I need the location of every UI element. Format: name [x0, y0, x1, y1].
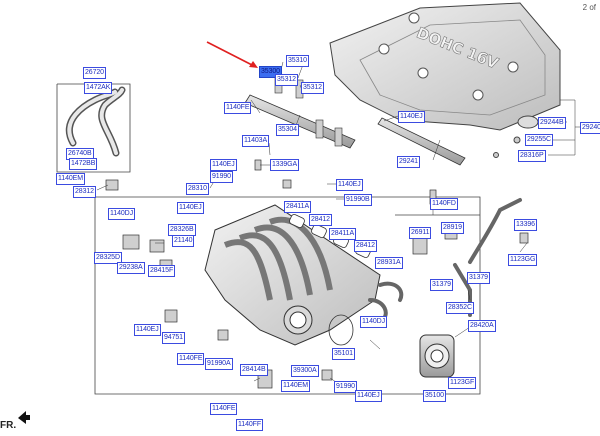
part-label[interactable]: 1140EM — [281, 380, 310, 392]
part-label[interactable]: 26911 — [409, 227, 432, 239]
part-label[interactable]: 1339GA — [270, 159, 300, 171]
part-label[interactable]: 26720 — [83, 67, 106, 79]
part-label[interactable]: 29238A — [117, 262, 145, 274]
part-label[interactable]: 1140FE — [224, 102, 252, 114]
part-label[interactable]: 28310 — [186, 183, 209, 195]
part-label-highlighted[interactable]: 35300 — [259, 66, 282, 78]
part-label[interactable]: 28411A — [329, 228, 357, 240]
part-label[interactable]: 1140EJ — [355, 390, 382, 402]
part-label[interactable]: 28420A — [468, 320, 496, 332]
part-label[interactable]: 35310 — [286, 55, 309, 67]
part-label[interactable]: 21140 — [172, 235, 195, 247]
part-label[interactable]: 1140EJ — [134, 324, 161, 336]
part-label[interactable]: 1140FE — [177, 353, 205, 365]
part-label[interactable]: 35312 — [301, 82, 324, 94]
part-label[interactable]: 1140EJ — [398, 111, 425, 123]
page-indicator: 2 of — [582, 3, 596, 12]
front-direction-label: FR. — [0, 420, 17, 431]
part-label[interactable]: 35304 — [276, 124, 299, 136]
front-arrow-icon — [18, 411, 30, 424]
cover-gasket — [377, 115, 539, 166]
part-label[interactable]: 35101 — [332, 348, 355, 360]
part-label[interactable]: 91990 — [334, 381, 357, 393]
part-label[interactable]: 28312 — [73, 186, 96, 198]
part-label[interactable]: 1140FE — [210, 403, 238, 415]
part-label[interactable]: 1123GG — [508, 254, 538, 266]
part-label[interactable]: 28414B — [240, 364, 268, 376]
part-label[interactable]: 11403A — [242, 135, 270, 147]
part-label[interactable]: 1140EJ — [210, 159, 237, 171]
part-label[interactable]: 28352C — [446, 302, 474, 314]
part-label[interactable]: 39300A — [291, 365, 319, 377]
part-label[interactable]: 28412 — [309, 214, 332, 226]
highlight-pointer — [206, 41, 258, 68]
part-label[interactable]: 1140FD — [430, 198, 458, 210]
part-label[interactable]: 1140FF — [236, 419, 264, 431]
throttle-body — [419, 334, 455, 378]
part-label[interactable]: 94751 — [162, 332, 185, 344]
part-label[interactable]: 29255C — [525, 134, 553, 146]
part-label[interactable]: 1140EJ — [177, 202, 204, 214]
part-label[interactable]: 1123GF — [448, 377, 477, 389]
part-label[interactable]: 1140DJ — [360, 316, 388, 328]
part-label[interactable]: 29240 — [580, 122, 600, 134]
part-label[interactable]: 13396 — [514, 219, 537, 231]
part-label[interactable]: 28411A — [284, 201, 312, 213]
part-label[interactable]: 28325D — [94, 252, 122, 264]
part-label[interactable]: 1472BB — [69, 158, 98, 170]
part-label[interactable]: 28412 — [354, 240, 377, 252]
part-label[interactable]: 28919 — [441, 222, 464, 234]
part-label[interactable]: 28931A — [375, 257, 403, 269]
part-label[interactable]: 91990A — [205, 358, 233, 370]
engine-cover: DOHC 16V — [329, 2, 561, 131]
part-label[interactable]: 28415F — [148, 265, 176, 277]
part-label[interactable]: 35100 — [423, 390, 446, 402]
part-label[interactable]: 28316P — [518, 150, 546, 162]
part-label[interactable]: 35312 — [275, 74, 298, 86]
intake-manifold — [204, 204, 381, 346]
part-label[interactable]: 1140DJ — [108, 208, 136, 220]
part-label[interactable]: 31379 — [467, 272, 490, 284]
part-label[interactable]: 1140EM — [56, 173, 85, 185]
part-label[interactable]: 1140EJ — [336, 179, 363, 191]
part-label[interactable]: 31379 — [430, 279, 453, 291]
part-label[interactable]: 91990 — [210, 171, 233, 183]
part-label[interactable]: 91990B — [344, 194, 372, 206]
part-label[interactable]: 29244B — [538, 117, 566, 129]
part-label[interactable]: 29241 — [397, 156, 420, 168]
part-label[interactable]: 1472AK — [84, 82, 113, 94]
